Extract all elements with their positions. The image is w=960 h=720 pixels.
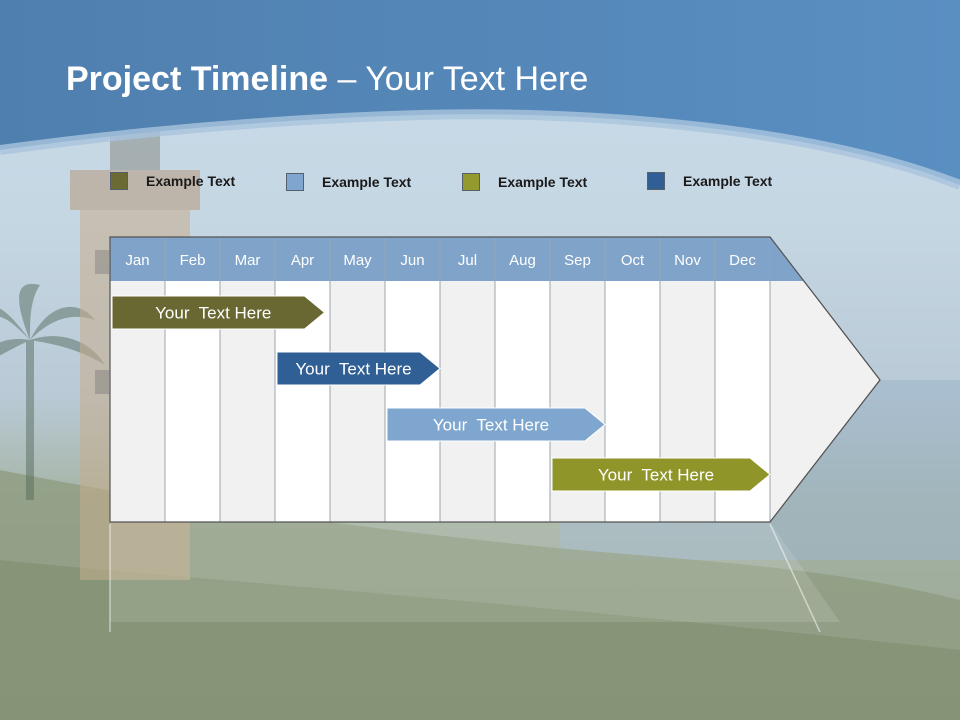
month-label: Jun: [400, 252, 424, 269]
legend-swatch-2: [286, 173, 304, 191]
month-header-cell: [275, 237, 330, 281]
legend-item-4: Example Text: [647, 171, 772, 191]
month-header-cell: [605, 237, 660, 281]
title-bold: Project Timeline: [66, 60, 329, 98]
task-bar-label: Your Text Here: [155, 304, 271, 323]
month-label: Jul: [458, 252, 477, 269]
legend-label-3: Example Text: [498, 174, 588, 190]
month-label: Oct: [621, 252, 645, 269]
month-column: [440, 281, 495, 522]
month-label: May: [343, 252, 372, 269]
month-header-cell: [220, 237, 275, 281]
month-label: Nov: [674, 252, 701, 269]
legend-swatch-1: [110, 172, 128, 190]
month-header-cell: [110, 237, 165, 281]
month-header-cell: [550, 237, 605, 281]
title-rest: – Your Text Here: [328, 60, 589, 98]
legend-item-1: Example Text: [110, 171, 235, 191]
page-title: Project Timeline – Your Text Here: [66, 60, 588, 99]
task-bar-label: Your Text Here: [598, 466, 714, 485]
month-label: Mar: [235, 252, 261, 269]
month-header-cell: [495, 237, 550, 281]
task-bar: [386, 407, 606, 442]
legend-label-2: Example Text: [322, 174, 412, 190]
timeline-reflection: [110, 522, 840, 622]
legend-label-4: Example Text: [683, 173, 773, 189]
reflection-edge-right: [769, 523, 821, 633]
month-label: Dec: [729, 252, 756, 269]
month-label: Jan: [125, 252, 149, 269]
month-header-cell: [165, 237, 220, 281]
month-header-cell: [660, 237, 715, 281]
month-column: [330, 281, 385, 522]
month-header-cell: [330, 237, 385, 281]
task-bar: [111, 295, 326, 330]
header-band: [0, 0, 960, 190]
month-header-cell: [440, 237, 495, 281]
month-label: Aug: [509, 252, 536, 269]
legend-label-1: Example Text: [146, 173, 236, 189]
month-column: [385, 281, 440, 522]
task-bar: [276, 351, 441, 386]
month-label: Apr: [291, 252, 314, 269]
month-header-cell: [715, 237, 770, 281]
task-bar-label: Your Text Here: [433, 416, 549, 435]
month-label: Sep: [564, 252, 591, 269]
legend-item-3: Example Text: [462, 172, 587, 192]
month-header-cell: [385, 237, 440, 281]
legend-swatch-3: [462, 173, 480, 191]
task-bar: [551, 457, 771, 492]
timeline-outline: [109, 236, 881, 523]
task-bar-label: Your Text Here: [295, 360, 411, 379]
legend-swatch-4: [647, 172, 665, 190]
month-column: [495, 281, 550, 522]
month-label: Feb: [180, 252, 206, 269]
legend-item-2: Example Text: [286, 172, 411, 192]
